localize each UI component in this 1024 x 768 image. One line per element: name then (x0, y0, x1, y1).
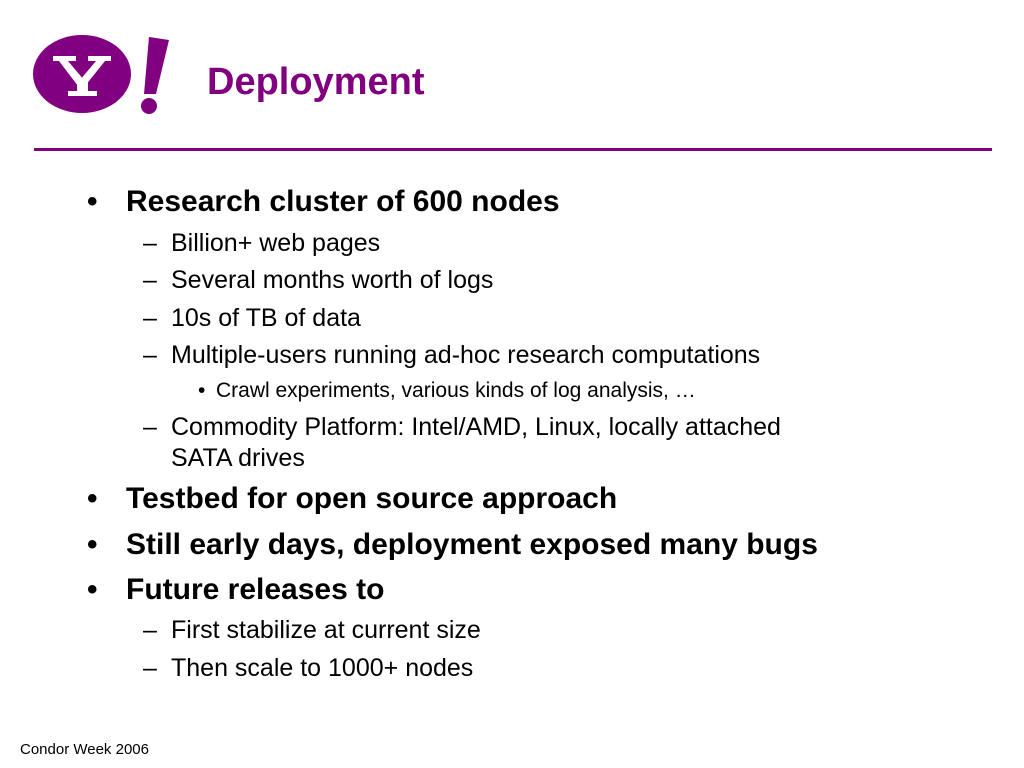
bullet-early-days: Still early days, deployment exposed man… (126, 528, 818, 561)
dash-marker: – (143, 654, 157, 682)
bullet-future-releases: Future releases to (126, 573, 385, 606)
dash-marker: – (143, 266, 157, 294)
dash-marker: – (143, 413, 157, 441)
bullet-marker: • (87, 573, 98, 606)
sub-sub-bullet-crawl-experiments: Crawl experiments, various kinds of log … (216, 379, 696, 402)
dash-marker: – (143, 304, 157, 332)
sub-bullet-scale: Then scale to 1000+ nodes (171, 654, 474, 682)
sub-bullet-commodity-platform: Commodity Platform: Intel/AMD, Linux, lo… (171, 413, 781, 441)
sub-bullet-multiple-users: Multiple-users running ad-hoc research c… (171, 341, 761, 369)
dash-marker: – (143, 616, 157, 644)
dash-marker: – (143, 341, 157, 369)
logo-oval (33, 35, 131, 113)
bullet-marker: • (87, 482, 98, 515)
bullet-marker: • (87, 185, 98, 218)
bullet-testbed: Testbed for open source approach (126, 482, 618, 515)
sub-bullet-stabilize: First stabilize at current size (171, 616, 481, 644)
sub-bullet-months-logs: Several months worth of logs (171, 266, 494, 294)
bullet-research-cluster: Research cluster of 600 nodes (126, 185, 560, 218)
sub-bullet-billion-pages: Billion+ web pages (171, 229, 381, 257)
footer-text: Condor Week 2006 (20, 741, 149, 758)
sub-sub-bullet-marker: • (198, 379, 206, 402)
bullet-marker: • (87, 528, 98, 561)
yahoo-logo (33, 35, 169, 114)
sub-bullet-commodity-platform-continuation: SATA drives (171, 444, 305, 472)
title-divider (34, 148, 992, 151)
slide-title: Deployment (207, 61, 425, 103)
logo-y-glyph (53, 56, 111, 96)
dash-marker: – (143, 229, 157, 257)
sub-bullet-tb-data: 10s of TB of data (171, 304, 361, 332)
logo-exclamation (141, 37, 169, 114)
